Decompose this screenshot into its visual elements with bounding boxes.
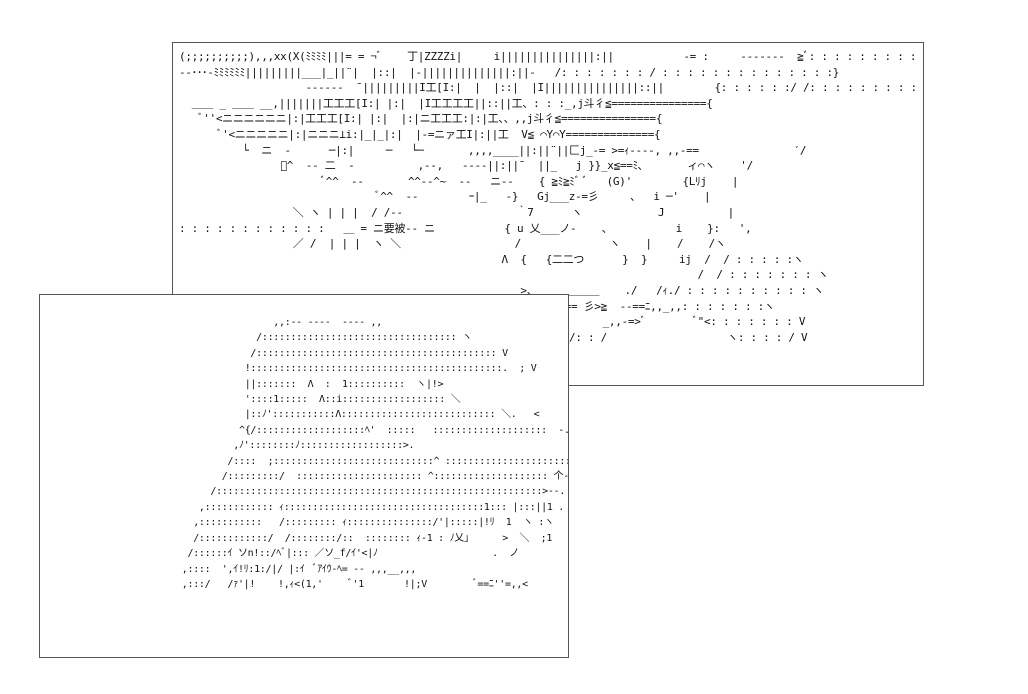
ascii-art-character-hooded: ,,:-‐ ‐‐‐‐ ‐‐‐- ,, /::::::::::::::::::::…	[181, 317, 569, 590]
ascii-art-panel-bottom: ,,:-‐ ‐‐‐‐ ‐‐‐- ,, /::::::::::::::::::::…	[39, 294, 569, 658]
